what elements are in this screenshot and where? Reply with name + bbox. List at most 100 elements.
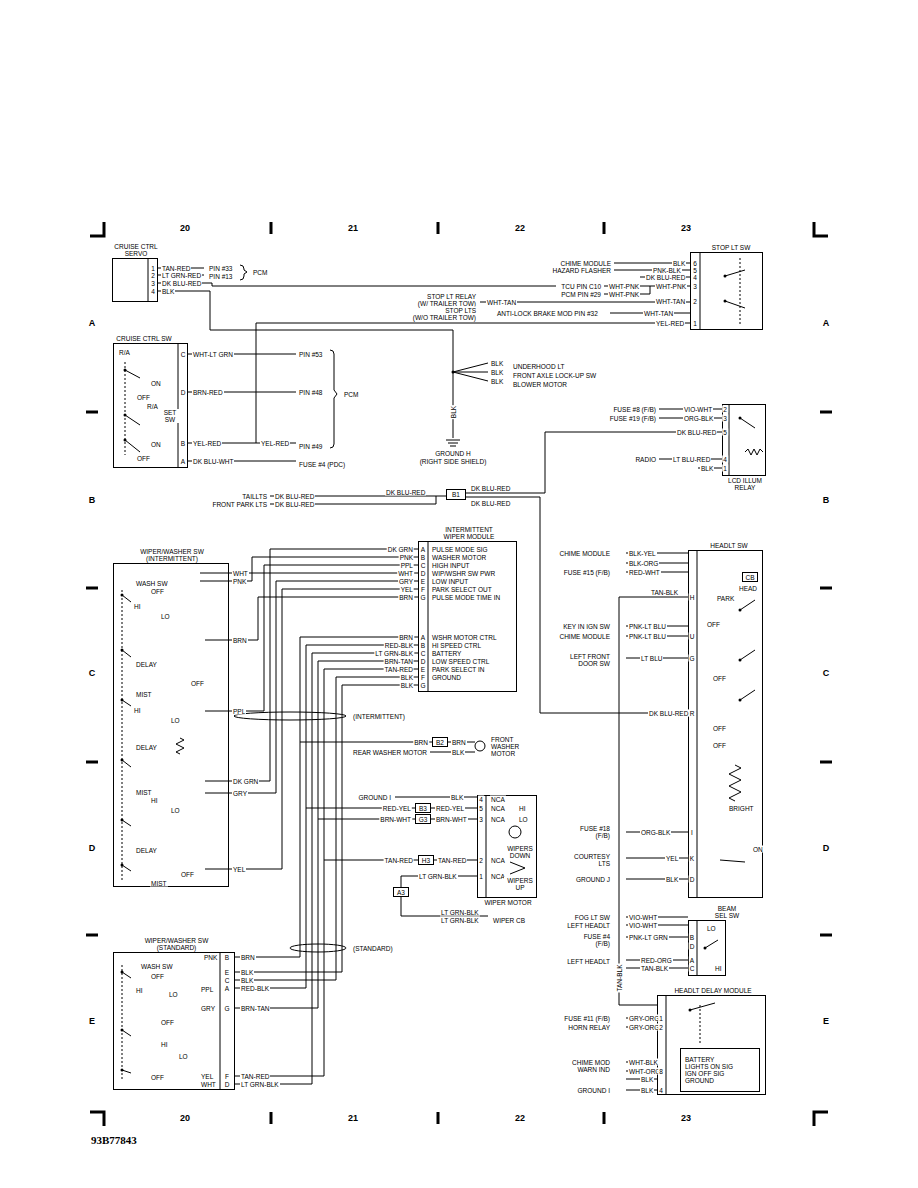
component-box: STOP LT SW xyxy=(690,252,763,330)
pin-column xyxy=(148,252,729,1095)
diagram-label: I xyxy=(690,829,694,836)
diagram-label: PNK xyxy=(203,954,218,961)
diagram-label: G xyxy=(419,682,426,689)
diagram-label: OFF xyxy=(136,394,151,401)
motor-symbol xyxy=(475,741,485,751)
wire-color: BRN-WHT xyxy=(435,816,468,823)
diagram-label: LEFT HEADLT xyxy=(566,922,611,929)
component-text: BATTERY xyxy=(684,1056,715,1063)
diagram-label: 6 xyxy=(692,260,698,267)
diagram-label: NCA xyxy=(490,816,506,823)
grid-reference: 23 xyxy=(680,223,692,234)
diagram-label: E xyxy=(224,969,230,976)
diagram-label: HI xyxy=(714,965,723,972)
diagram-label: PCM xyxy=(343,391,359,398)
diagram-label: RED-BLK xyxy=(240,985,270,992)
diagram-label: WHT-TAN xyxy=(643,310,674,317)
diagram-label: 5 xyxy=(478,805,484,812)
diagram-label: OFF xyxy=(712,742,727,749)
diagram-label: C xyxy=(689,965,696,972)
wire-color: YEL xyxy=(232,866,246,873)
diagram-label: CHIME MODULE xyxy=(558,550,611,557)
component-text: IGN OFF SIG xyxy=(684,1070,725,1077)
diagram-label: U xyxy=(689,633,696,640)
diagram-label: ANTI-LOCK BRAKE MOD PIN #32 xyxy=(496,310,599,317)
grid-frame xyxy=(86,222,832,1126)
diagram-label: B xyxy=(224,954,230,961)
diagram-label: MIST xyxy=(150,880,168,887)
diagram-label: DK BLU-RED xyxy=(385,489,426,496)
diagram-label: OFF xyxy=(180,871,195,878)
wire-connector xyxy=(229,573,418,574)
diagram-label: (RIGHT SIDE SHIELD) xyxy=(419,458,488,465)
diagram-label: BLK-YEL xyxy=(628,550,657,557)
diagram-label: BLK xyxy=(451,749,465,756)
diagram-label: ON xyxy=(150,380,162,387)
diagram-label: BRN-WHT xyxy=(379,816,412,823)
diagram-label: R/A xyxy=(118,349,131,356)
diagram-label: HI xyxy=(133,603,142,610)
diagram-label: WASH SW xyxy=(140,963,174,970)
harness-bundle xyxy=(290,944,346,952)
diagram-label: WHT-LT GRN xyxy=(192,351,234,358)
diagram-label: C xyxy=(180,351,187,358)
diagram-label: BRN-TAN xyxy=(240,1005,270,1012)
wire-color: GRY xyxy=(232,790,248,797)
diagram-label: 1 xyxy=(692,320,698,327)
diagram-label: WHT xyxy=(397,570,414,577)
grid-reference: A xyxy=(822,318,831,329)
wire-color: DK GRN xyxy=(232,778,259,785)
diagram-label: REAR WASHER MOTOR xyxy=(352,749,428,756)
diagram-label: 3 xyxy=(150,280,156,287)
diagram-label: G xyxy=(223,1005,230,1012)
wire-connector xyxy=(229,557,418,581)
diagram-label: LT BLU-RED xyxy=(672,456,711,463)
wire-color: BRN xyxy=(232,637,248,644)
component-box: HEADLT DELAY MODULEBATTERYLIGHTS ON SIGI… xyxy=(657,995,766,1095)
diagram-label: FUSE #11 (F/B) xyxy=(563,1015,611,1022)
diagram-label: DELAY xyxy=(135,847,158,854)
diagram-label: RADIO xyxy=(634,456,657,463)
diagram-label: 1 xyxy=(478,873,484,880)
component-box: CB xyxy=(742,572,758,582)
diagram-label: LT GRN-BLK xyxy=(440,909,480,916)
diagram-label: 2 xyxy=(692,298,698,305)
grid-reference: 23 xyxy=(680,1113,692,1124)
diagram-label: BLK xyxy=(400,682,414,689)
diagram-label: OFF xyxy=(136,455,151,462)
diagram-label: LO xyxy=(160,613,171,620)
diagram-label: LOW INPUT xyxy=(431,578,469,585)
diagram-label: 4 xyxy=(150,288,156,295)
diagram-label: GRY-ORG xyxy=(628,1024,660,1031)
diagram-label: FRONT PARK LTS xyxy=(211,501,268,508)
diagram-label: RED-BLK xyxy=(384,642,414,649)
diagram-label: 3 xyxy=(692,283,698,290)
diagram-label: FUSE #4 (F/B) xyxy=(573,933,611,947)
diagram-label: TAN-RED xyxy=(384,666,414,673)
diagram-label: BLK xyxy=(450,794,464,801)
component-box: LCD ILLUM RELAY xyxy=(722,404,766,476)
diagram-label: LEFT FRONT DOOR SW xyxy=(563,653,611,667)
diagram-label: TAN-RED xyxy=(384,857,414,864)
diagram-label: 5 xyxy=(722,429,728,436)
diagram-label: HI SPEED CTRL xyxy=(431,642,482,649)
component-text: B2 xyxy=(435,739,445,746)
component-name: INTERMITTENT WIPER MODULE xyxy=(434,526,504,540)
diagram-label: NCA xyxy=(490,805,506,812)
diagram-label: PULSE MODE SIG xyxy=(431,546,489,553)
diagram-label: 5 xyxy=(692,267,698,274)
wire xyxy=(480,263,690,313)
diagram-label: HI xyxy=(133,707,142,714)
diagram-label: BLK xyxy=(700,465,714,472)
grid-reference: 21 xyxy=(347,223,359,234)
diagram-label: OFF xyxy=(706,621,721,628)
diagram-label: PCM xyxy=(252,269,268,276)
diagram-label: TAN-BLK xyxy=(650,589,679,596)
diagram-label: WHT-PNK xyxy=(655,283,687,290)
component-text: H3 xyxy=(421,857,431,864)
wire-color: TAN-BLK xyxy=(616,964,623,993)
diagram-label: GROUND H xyxy=(434,450,471,457)
grid-reference: 93B77843 xyxy=(90,1134,138,1147)
diagram-label: CHIME MOD WARN IND xyxy=(569,1059,611,1073)
grid-reference: C xyxy=(88,668,97,679)
